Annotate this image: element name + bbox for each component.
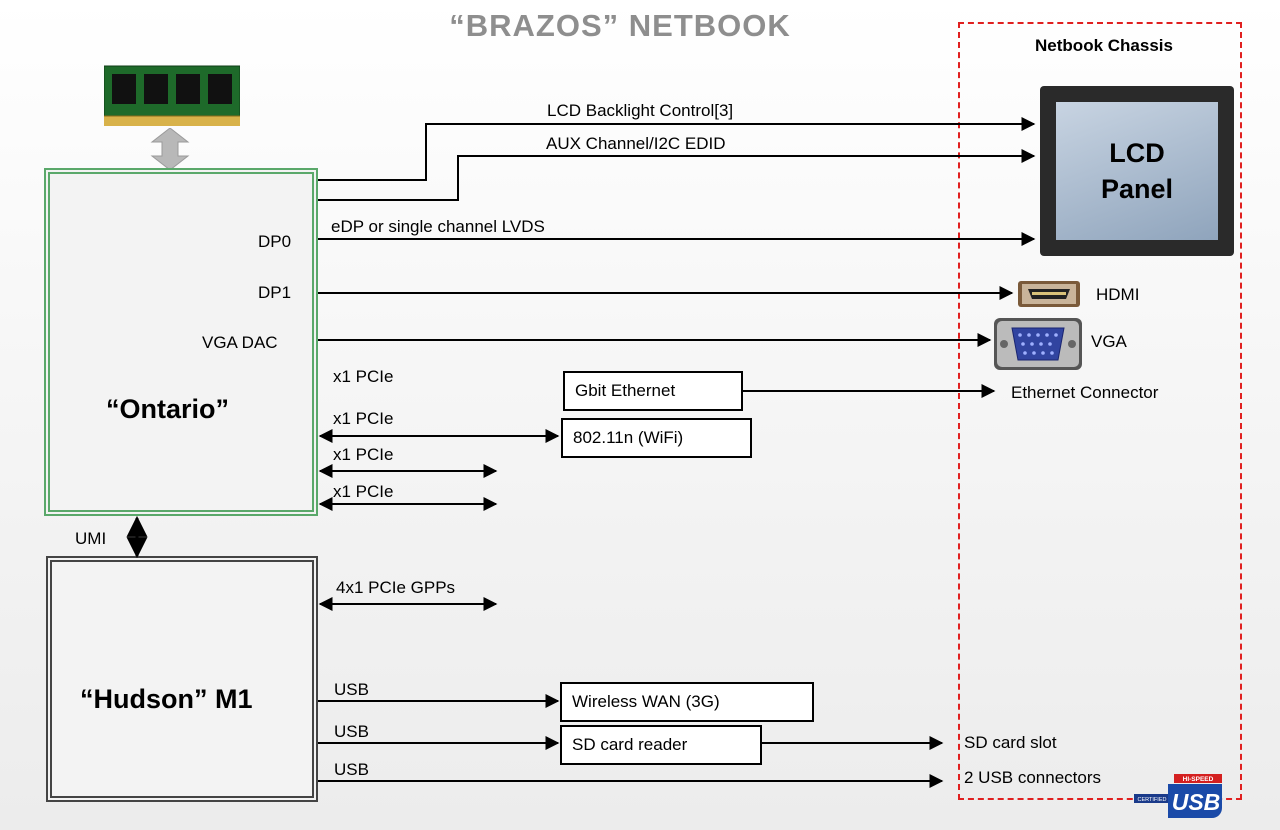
sd-card-reader-box: SD card reader [560,725,762,765]
memory-link-arrow [148,128,192,170]
edp-label: eDP or single channel LVDS [331,217,545,236]
usb-connectors-label: 2 USB connectors [964,768,1102,787]
gpp-label: 4x1 PCIe GPPs [336,578,456,597]
hdmi-label: HDMI [1096,285,1140,304]
diagram-title: “BRAZOS” NETBOOK [449,8,791,43]
hudson-fch [46,556,318,802]
wifi-box: 802.11n (WiFi) [561,418,752,458]
aux-channel-label: AUX Channel/I2C EDID [546,134,726,153]
pcie-label-2: x1 PCIe [333,409,394,428]
lcd-panel-screen: LCD Panel [1056,102,1218,240]
lcd-panel-label-line1: LCD [1109,138,1165,168]
lcd-panel: LCD Panel [1040,86,1234,256]
lcd-backlight-label: LCD Backlight Control[3] [547,101,734,120]
svg-text:HI-SPEED: HI-SPEED [1183,776,1214,783]
pcie-label-1: x1 PCIe [333,367,394,386]
usb-label-1: USB [334,680,369,699]
pcie-label-4: x1 PCIe [333,482,394,501]
vga-label: VGA [1091,332,1127,351]
memory-module-icon [104,62,240,128]
dp0-label: DP0 [258,232,292,251]
hdmi-connector-icon [1018,281,1080,307]
ontario-label: “Ontario” [106,394,230,424]
umi-label: UMI [75,529,107,548]
hi-speed-usb-logo: HI-SPEED CERTIFIED USB [1134,774,1226,818]
dp1-label: DP1 [258,283,292,302]
ontario-apu [44,168,318,516]
netbook-chassis-boundary [958,22,1242,800]
lcd-panel-label-line2: Panel [1100,174,1174,204]
hudson-label: “Hudson” M1 [80,684,253,714]
pcie-label-3: x1 PCIe [333,445,394,464]
svg-text:USB: USB [1172,789,1221,815]
vga-connector-icon [994,318,1082,370]
ethernet-connector-label: Ethernet Connector [1011,383,1159,402]
svg-text:CERTIFIED: CERTIFIED [1138,797,1167,803]
wireless-wan-box: Wireless WAN (3G) [560,682,814,722]
usb-label-3: USB [334,760,369,779]
vga-dac-label: VGA DAC [202,333,278,352]
usb-label-2: USB [334,722,369,741]
netbook-chassis-label: Netbook Chassis [1035,36,1173,55]
gbit-ethernet-box: Gbit Ethernet [563,371,743,411]
sd-card-slot-label: SD card slot [964,733,1057,752]
